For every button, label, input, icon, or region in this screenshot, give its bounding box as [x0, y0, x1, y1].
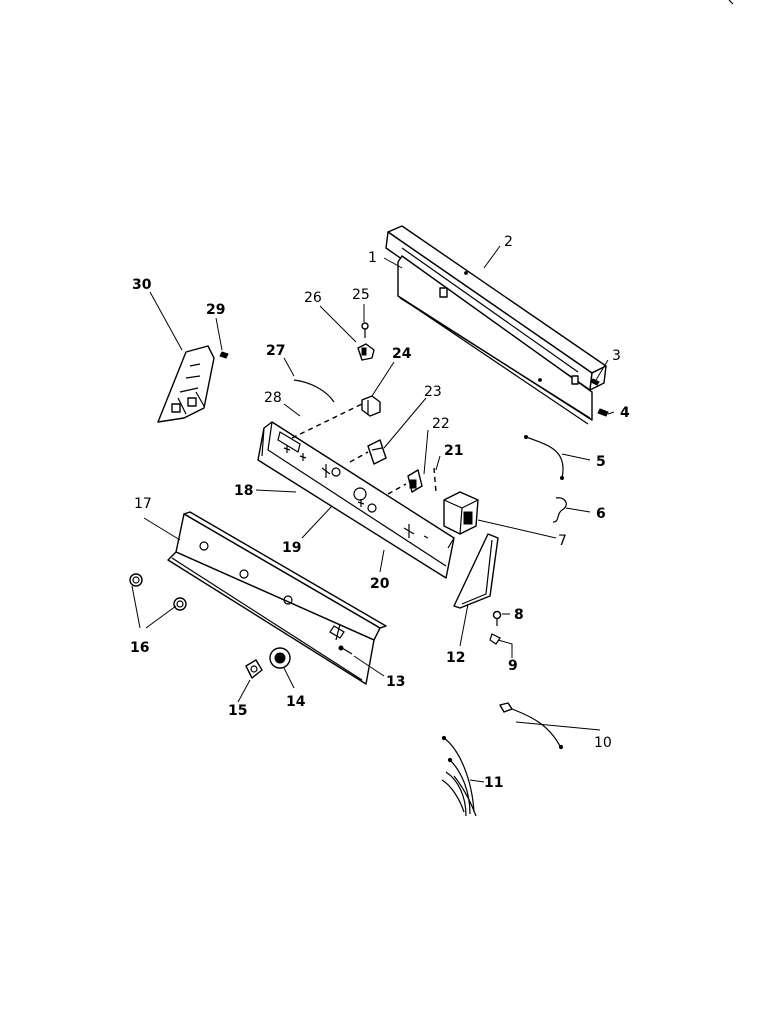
callout-25: 25: [352, 287, 370, 303]
callout-labels: 1 2 3 4 5 6 7 8 9 10 11 12 13 14 15 16 1…: [130, 234, 630, 791]
callout-12: 12: [446, 650, 465, 666]
callout-11: 11: [484, 775, 503, 791]
callout-5: 5: [596, 454, 606, 470]
part-22-alignment-line: [387, 483, 407, 495]
part-12-end-cap: [453, 533, 499, 609]
callout-21: 21: [444, 443, 463, 459]
part-27-wire: [293, 379, 335, 403]
callout-1: 1: [368, 250, 377, 266]
callout-14: 14: [286, 694, 306, 710]
callout-3: 3: [612, 348, 621, 364]
part-14-bezel: [269, 647, 291, 669]
leader-lines: [131, 245, 615, 783]
callout-10: 10: [594, 735, 612, 751]
part-9-clip: [489, 633, 501, 645]
part-3-screw: [590, 378, 600, 386]
part-25-screw: [361, 322, 369, 338]
part-26-switch: [357, 343, 375, 361]
callout-30: 30: [132, 277, 152, 293]
part-22-switch: [407, 469, 423, 493]
part-7-timer: [443, 491, 479, 535]
callout-4: 4: [620, 405, 630, 421]
part-21-dashed-wire: [433, 467, 437, 493]
part-24-bracket: [361, 395, 381, 417]
part-19-control-panel: [257, 421, 455, 579]
callout-13: 13: [386, 674, 405, 690]
callout-19: 19: [282, 540, 301, 556]
corner-mark: [728, 0, 734, 5]
part-16-knobs: [129, 573, 187, 611]
part-23-switch: [367, 439, 387, 465]
part-15-knob: [245, 659, 263, 679]
part-30-side-bracket: [157, 345, 215, 423]
callout-7: 7: [558, 533, 567, 549]
part-5-wire: [525, 436, 564, 479]
part-28-alignment-line: [291, 403, 363, 439]
part-4-screw: [597, 408, 609, 417]
callout-22: 22: [432, 416, 450, 432]
part-17-front-panel: [167, 511, 387, 685]
callout-8: 8: [514, 607, 524, 623]
callout-16: 16: [130, 640, 149, 656]
callout-23: 23: [424, 384, 442, 400]
callout-18: 18: [234, 483, 253, 499]
callout-15: 15: [228, 703, 247, 719]
callout-27: 27: [266, 343, 285, 359]
callout-26: 26: [304, 290, 322, 306]
part-23-alignment-line: [349, 451, 369, 463]
callout-9: 9: [508, 658, 518, 674]
part-11-wire-harness: [441, 735, 477, 817]
callout-29: 29: [206, 302, 225, 318]
part-10-wire: [499, 702, 564, 750]
part-13-screw: [338, 645, 353, 655]
callout-20: 20: [370, 576, 390, 592]
callout-6: 6: [596, 506, 606, 522]
part-6-clip: [552, 497, 567, 523]
callout-24: 24: [392, 346, 412, 362]
callout-2: 2: [504, 234, 513, 250]
part-29-screw: [219, 351, 229, 359]
part-1-rear-panel: [397, 255, 593, 425]
part-8-screw: [492, 610, 502, 626]
callout-17: 17: [134, 496, 152, 512]
callout-28: 28: [264, 390, 282, 406]
